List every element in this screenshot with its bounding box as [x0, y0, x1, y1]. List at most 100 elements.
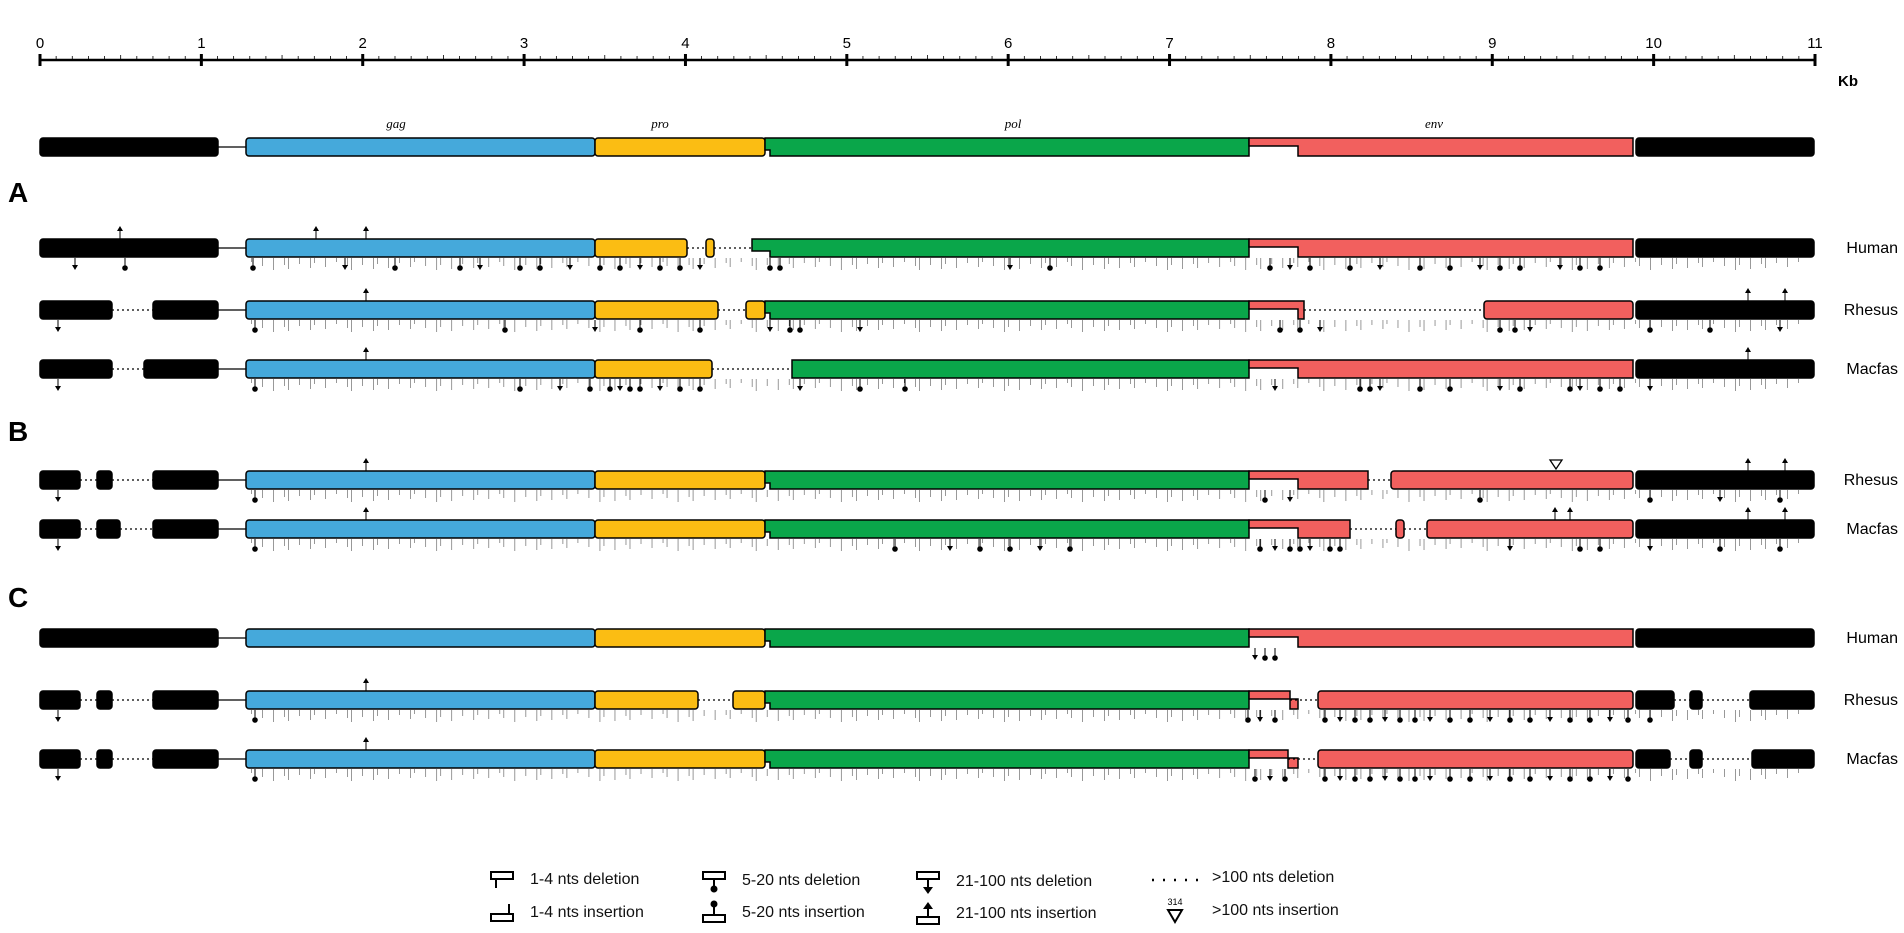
deletion-marker-dot [1587, 717, 1593, 723]
deletion-marker-dot [1245, 717, 1251, 723]
deletion-marker-dot [1707, 327, 1713, 333]
deletion-marker-arrow [1272, 386, 1278, 391]
deletion-marker-dot [1587, 776, 1593, 782]
legend-label: 1-4 nts insertion [530, 904, 644, 921]
deletion-marker-arrow [1267, 776, 1273, 781]
legend-ins1: 1-4 nts insertion [488, 900, 644, 926]
deletion-marker-arrow [637, 265, 643, 270]
ltr-block [96, 519, 121, 539]
deletion-marker-dot [252, 497, 258, 503]
species-label: Human [1846, 630, 1898, 647]
gene-label-pro: pro [650, 116, 669, 131]
ltr-block [1635, 300, 1815, 320]
gag-gene-block [245, 690, 596, 710]
gag-gene-block [245, 749, 596, 769]
panel-label-b: B [8, 416, 28, 447]
pro-gene-block [594, 359, 713, 379]
deletion-marker-arrow [1547, 776, 1553, 781]
deletion-marker-dot [1647, 497, 1653, 503]
env-gene-block [1248, 137, 1634, 157]
deletion-marker-arrow [767, 327, 773, 332]
ltr-block [39, 359, 113, 379]
deletion-marker-dot [677, 265, 683, 271]
deletion-marker-dot [1527, 717, 1533, 723]
deletion-marker-dot [1257, 546, 1263, 552]
species-label: Human [1846, 240, 1898, 257]
insertion-marker-arrow [363, 288, 369, 293]
deletion-marker-dot [777, 265, 783, 271]
ruler-tick-label: 1 [197, 35, 205, 52]
insertion-marker-arrow [1567, 507, 1573, 512]
deletion-marker-arrow [1382, 776, 1388, 781]
pro-gene-block [745, 300, 766, 320]
genome-row [39, 347, 1815, 392]
deletion-marker-dot [1625, 776, 1631, 782]
ruler-tick-label: 9 [1488, 35, 1496, 52]
panel-labels: ABC [8, 177, 28, 613]
legend-ins5: 5-20 nts insertion [700, 900, 865, 926]
ruler-tick-label: 0 [36, 35, 44, 52]
deletion-marker-dot [1417, 386, 1423, 392]
insertion-marker-arrow [1782, 458, 1788, 463]
deletion-marker-arrow [857, 327, 863, 332]
ltr-block [1689, 690, 1703, 710]
deletion-marker-arrow [947, 546, 953, 551]
genome-row [39, 628, 1815, 661]
deletion-marker-dot [1447, 776, 1453, 782]
deletion-marker-arrow [1717, 497, 1723, 502]
genome-row [39, 226, 1815, 271]
ltr-block [152, 300, 219, 320]
genome-row [39, 137, 1815, 157]
gag-gene-block [245, 359, 596, 379]
insertion-marker-arrow [1745, 507, 1751, 512]
ruler-tick-label: 4 [681, 35, 689, 52]
deletion-marker-dot [1397, 776, 1403, 782]
deletion-marker-arrow [1427, 776, 1433, 781]
ltr-block [39, 470, 81, 490]
deletion-marker-dot [1577, 265, 1583, 271]
deletion-marker-dot [1567, 386, 1573, 392]
deletion-marker-dot [607, 386, 613, 392]
deletion-marker-dot [1067, 546, 1073, 552]
deletion-marker-arrow [1252, 655, 1258, 660]
deletion-marker-dot [857, 386, 863, 392]
ltr-block [1635, 519, 1815, 539]
deletion-marker-arrow [1487, 717, 1493, 722]
deletion-marker-dot [1267, 265, 1273, 271]
gag-gene-block [245, 137, 596, 157]
ltr-block [96, 470, 113, 490]
deletion-marker-arrow [1527, 327, 1533, 332]
pro-gene-block [594, 628, 766, 648]
deletion-marker-dot [1297, 327, 1303, 333]
pro-gene-block [594, 690, 699, 710]
deletion-marker-arrow [1577, 386, 1583, 391]
env-gene-block [1395, 519, 1405, 539]
ltr-block [152, 519, 219, 539]
env-gene-block [1317, 690, 1634, 710]
deletion-marker-dot [637, 386, 643, 392]
pro-gene-block [594, 238, 688, 258]
deletion-marker-dot [1047, 265, 1053, 271]
deletion-marker-dot [252, 776, 258, 782]
deletion-marker-arrow [1377, 265, 1383, 270]
deletion-marker-arrow [55, 497, 61, 502]
legend-ins21: 21-100 nts insertion [914, 900, 1097, 928]
deletion-marker-arrow [55, 717, 61, 722]
species-label: Macfas [1846, 361, 1898, 378]
deletion-marker-dot [1297, 546, 1303, 552]
deletion-marker-dot [252, 717, 258, 723]
deletion-marker-dot [1347, 265, 1353, 271]
deletion-marker-arrow [797, 386, 803, 391]
env-gene-block [1390, 470, 1634, 490]
gene-label-env: env [1425, 116, 1443, 131]
deletion-marker-arrow [1287, 497, 1293, 502]
insertion-marker-arrow [363, 507, 369, 512]
deletion-marker-arrow [1317, 327, 1323, 332]
deletion-marker-arrow [1507, 546, 1513, 551]
deletion-marker-dot [627, 386, 633, 392]
large-insertion-icon [916, 902, 940, 925]
pol-gene-block [764, 470, 1250, 490]
deletion-marker-dot [657, 265, 663, 271]
